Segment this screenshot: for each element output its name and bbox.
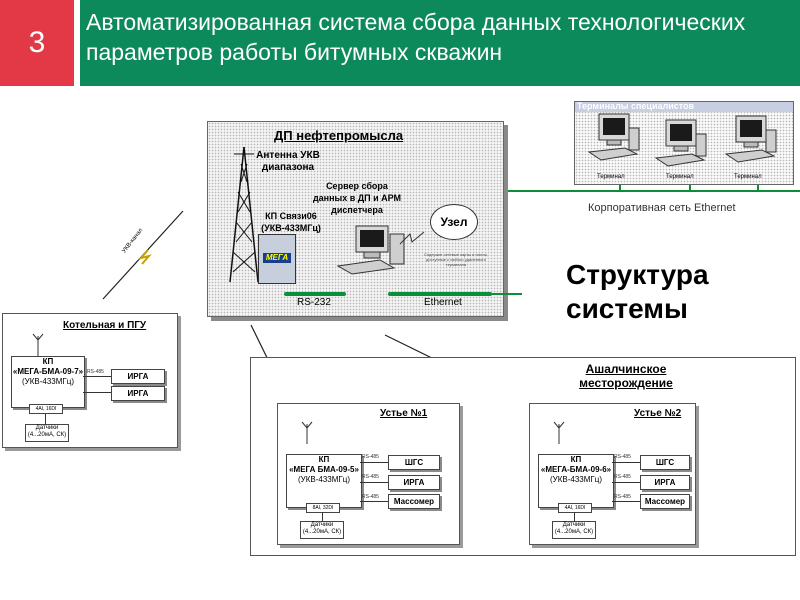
well-box: Устье №2 КП «МЕГА-БМА-09-6» (УКВ-433МГц)… (529, 403, 696, 545)
slide-header: 3 Автоматизированная система сбора данны… (0, 0, 800, 86)
ethernet-bus (388, 292, 492, 296)
rs485-label: RS-485 (362, 474, 379, 480)
rs485-label: RS-485 (362, 454, 379, 460)
terminal-computer: Терминал (652, 116, 712, 180)
terminal-label: Терминал (666, 174, 694, 180)
kp-freq: (УКВ-433МГц) (22, 377, 74, 386)
rs485-label: RS-485 (362, 494, 379, 500)
kp-model: «МЕГА-БМА-09-7» (12, 367, 84, 376)
well-kp: КП «МЕГА-БМА-09-6» (УКВ-433МГц) (538, 454, 614, 508)
kp-svyazi-device: МЕГА (258, 234, 296, 284)
well-title: Устье №2 (634, 408, 682, 419)
kp-model: «МЕГА БМА-09-5» (289, 465, 359, 474)
mega-logo: МЕГА (263, 253, 291, 263)
boiler-kp: КП «МЕГА-БМА-09-7» (УКВ-433МГц) (11, 356, 85, 408)
boiler-box: Котельная и ПГУ КП «МЕГА-БМА-09-7» (УКВ-… (2, 313, 178, 448)
antenna-tower-icon (229, 146, 259, 283)
terminal-computer: Терминал (722, 112, 782, 180)
device-massmeter: Массомер (640, 494, 690, 509)
well-kp: КП «МЕГА БМА-09-5» (УКВ-433МГц) (286, 454, 362, 508)
device-irga: ИРГА (111, 386, 165, 401)
structure-label: Структура системы (558, 252, 763, 332)
kp-freq: (УКВ-433МГц) (550, 475, 602, 484)
slide-title: Автоматизированная система сбора данных … (86, 9, 746, 65)
computer-icon (587, 113, 640, 161)
well-sensors: Датчики (4...20мА, СК) (552, 521, 596, 539)
title-bar (80, 0, 800, 86)
kp-svyazi-label: КП Связи06 (УКВ-433МГц) (261, 211, 321, 233)
terminal-label: Терминал (734, 174, 762, 180)
boiler-sensors: Датчики (4...20мА, СК) (25, 424, 69, 442)
kp-name: КП (42, 357, 54, 366)
computer-icon (724, 115, 777, 163)
device-irga: ИРГА (111, 369, 165, 384)
ethernet-label: Ethernet (424, 297, 462, 308)
device-irga: ИРГА (640, 475, 690, 490)
well-title: Устье №1 (380, 408, 428, 419)
server-label: Сервер сбора данных в ДП и АРМ диспетчер… (312, 181, 402, 215)
node-circle: Узел (430, 204, 478, 240)
kp-name: КП (570, 455, 582, 464)
rs485-label: RS-485 (614, 454, 631, 460)
well-sensors: Датчики (4...20мА, СК) (300, 521, 344, 539)
server-computer-icon (336, 225, 405, 275)
device-shgs: ШГС (388, 455, 440, 470)
terminal-computer: Терминал (585, 110, 645, 180)
field-box: Ашалчинское месторождение Устье №1 КП «М… (250, 357, 796, 556)
kp-name: КП (318, 455, 330, 464)
well-box: Устье №1 КП «МЕГА БМА-09-5» (УКВ-433МГц)… (277, 403, 460, 545)
antenna-icon (301, 421, 313, 444)
rs485-label: RS-485 (614, 474, 631, 480)
rs232-bus (284, 292, 346, 296)
antenna-label: Антенна УКВ диапазона (256, 150, 320, 173)
antenna-icon (553, 421, 565, 444)
rs232-label: RS-232 (297, 297, 331, 308)
corporate-network-label: Корпоративная сеть Ethernet (588, 202, 736, 214)
node-description: Содержит сетевые карты и плоты, доступны… (424, 252, 488, 267)
device-irga: ИРГА (388, 475, 440, 490)
device-massmeter: Массомер (388, 494, 440, 509)
boiler-title: Котельная и ПГУ (63, 320, 147, 331)
kp-io: 8AI, 32DI (306, 503, 340, 513)
rs485-label: RS-485 (87, 369, 104, 375)
zigzag-icon (399, 231, 425, 245)
computer-icon (654, 119, 707, 167)
kp-io: 4AI, 16DI (29, 404, 63, 414)
antenna-icon (32, 333, 44, 356)
terminal-label: Терминал (597, 174, 625, 180)
dp-title: ДП нефтепромысла (274, 128, 404, 143)
device-shgs: ШГС (640, 455, 690, 470)
dp-box: ДП нефтепромысла Антенна УКВ диапазона С… (207, 121, 504, 317)
kp-model: «МЕГА-БМА-09-6» (540, 465, 612, 474)
field-title: Ашалчинское месторождение (579, 362, 673, 390)
kp-freq: (УКВ-433МГц) (298, 475, 350, 484)
rs485-label: RS-485 (614, 494, 631, 500)
slide-number: 3 (0, 0, 74, 86)
kp-io: 4AI, 16DI (558, 503, 592, 513)
terminals-title: Терминалы специалистов (577, 101, 695, 111)
